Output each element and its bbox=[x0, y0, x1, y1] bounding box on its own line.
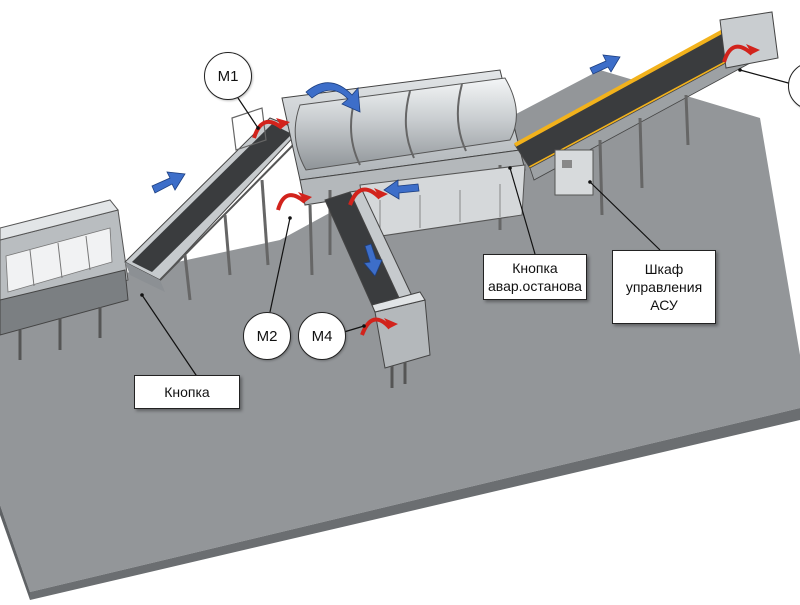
flow-arrow-1 bbox=[151, 171, 186, 194]
motor-rotation-arrows bbox=[252, 44, 760, 336]
callout-emergency-stop: Кнопка авар.останова bbox=[483, 254, 587, 300]
callout-control-cabinet: Шкаф управления АСУ bbox=[612, 250, 716, 324]
leader-cabinet bbox=[588, 180, 661, 251]
rotation-arrow-m5 bbox=[722, 44, 754, 63]
leader-emergency bbox=[508, 166, 536, 255]
leader-knopka bbox=[140, 293, 199, 379]
flow-arrows bbox=[151, 54, 621, 277]
feeder-hopper bbox=[0, 199, 129, 360]
rotation-arrow-m1 bbox=[252, 119, 284, 139]
rotation-arrow-m3 bbox=[348, 187, 382, 206]
discharge-conveyor bbox=[324, 189, 431, 388]
flow-arrow-3 bbox=[383, 179, 420, 200]
leader-m3 bbox=[738, 68, 793, 85]
motor-label-m4: M4 bbox=[298, 312, 346, 360]
rotation-arrow-m4 bbox=[360, 317, 392, 336]
flow-arrow-2 bbox=[589, 54, 621, 75]
motor-label-m1: M1 bbox=[204, 52, 252, 100]
leader-lines bbox=[140, 68, 793, 379]
leader-m1 bbox=[237, 97, 260, 130]
inclined-conveyor-2 bbox=[514, 11, 779, 216]
drum-rotation-arrow bbox=[305, 82, 361, 113]
leader-m4 bbox=[343, 324, 366, 333]
inclined-conveyor-1 bbox=[124, 107, 301, 301]
callout-knopka: Кнопка bbox=[134, 375, 240, 409]
leader-m2 bbox=[269, 216, 292, 313]
flow-arrow-4 bbox=[363, 243, 383, 277]
motor-label-m2: M2 bbox=[243, 312, 291, 360]
rotation-arrow-m2 bbox=[276, 193, 307, 211]
